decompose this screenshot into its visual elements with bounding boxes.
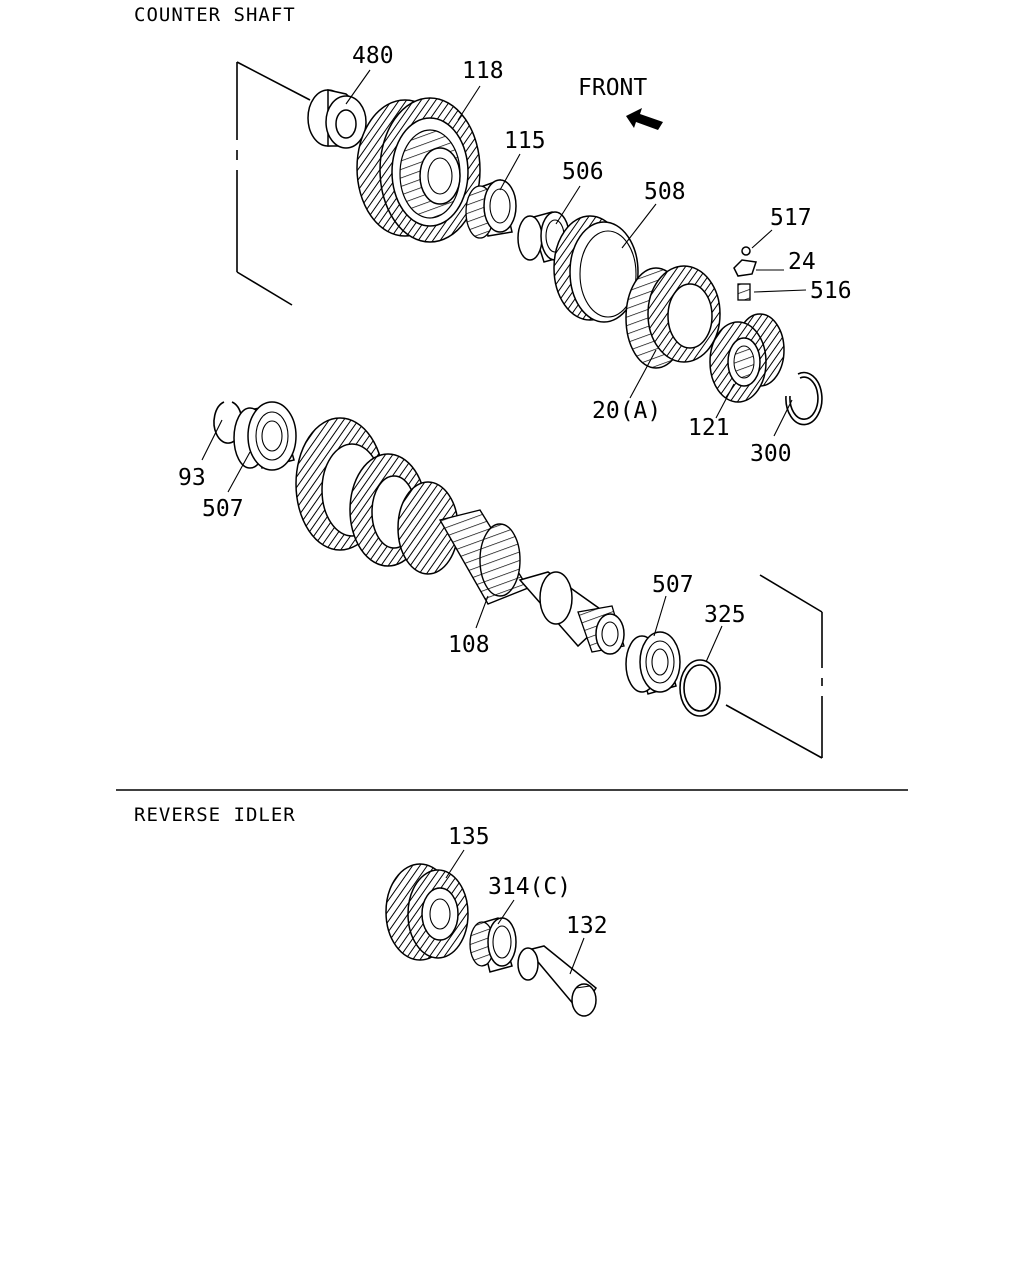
part-480-bushing — [307, 89, 367, 149]
part-507-ball-bearing-rear — [625, 631, 681, 695]
part-507-ball-bearing-front — [233, 401, 297, 471]
front-direction-label: FRONT — [578, 75, 647, 101]
callout-506: 506 — [562, 159, 604, 185]
part-24-shift-key — [733, 259, 757, 277]
callout-20a: 20(A) — [592, 398, 661, 424]
part-300-snap-ring — [785, 371, 823, 426]
part-20a-synchro-sleeve — [625, 265, 721, 369]
assembly-bracket-lower — [725, 574, 823, 759]
callout-132: 132 — [566, 913, 608, 939]
callout-507-front: 507 — [202, 496, 244, 522]
part-325-ring — [679, 659, 721, 717]
callout-121: 121 — [688, 415, 730, 441]
callout-108: 108 — [448, 632, 490, 658]
part-132-idler-shaft — [517, 945, 598, 1017]
callout-24: 24 — [788, 249, 816, 275]
part-108-counter-shaft — [295, 417, 625, 655]
assembly-bracket-upper — [236, 61, 311, 306]
leader-lines — [201, 69, 807, 975]
callout-508: 508 — [644, 179, 686, 205]
callout-480: 480 — [352, 43, 394, 69]
callout-507-rear: 507 — [652, 572, 694, 598]
section-title-reverse-idler: REVERSE IDLER — [134, 804, 296, 826]
section-title-counter-shaft: COUNTER SHAFT — [134, 4, 296, 26]
callout-93: 93 — [178, 465, 206, 491]
callout-118: 118 — [462, 58, 504, 84]
callout-314c: 314(C) — [488, 874, 571, 900]
front-arrow-icon — [626, 108, 663, 130]
callout-325: 325 — [704, 602, 746, 628]
part-314c-needle-bearing — [469, 917, 517, 973]
part-508-synchro-ring — [553, 215, 639, 323]
callout-516: 516 — [810, 278, 852, 304]
callout-517: 517 — [770, 205, 812, 231]
callout-135: 135 — [448, 824, 490, 850]
part-115-needle-bearing — [465, 179, 517, 239]
part-517-ball — [741, 246, 751, 256]
part-516-spring — [737, 283, 751, 301]
callout-115: 115 — [504, 128, 546, 154]
part-135-reverse-idler-gear — [385, 863, 469, 961]
part-121-synchro-hub — [709, 313, 785, 403]
callout-300: 300 — [750, 441, 792, 467]
part-118-helical-gear — [356, 97, 481, 243]
